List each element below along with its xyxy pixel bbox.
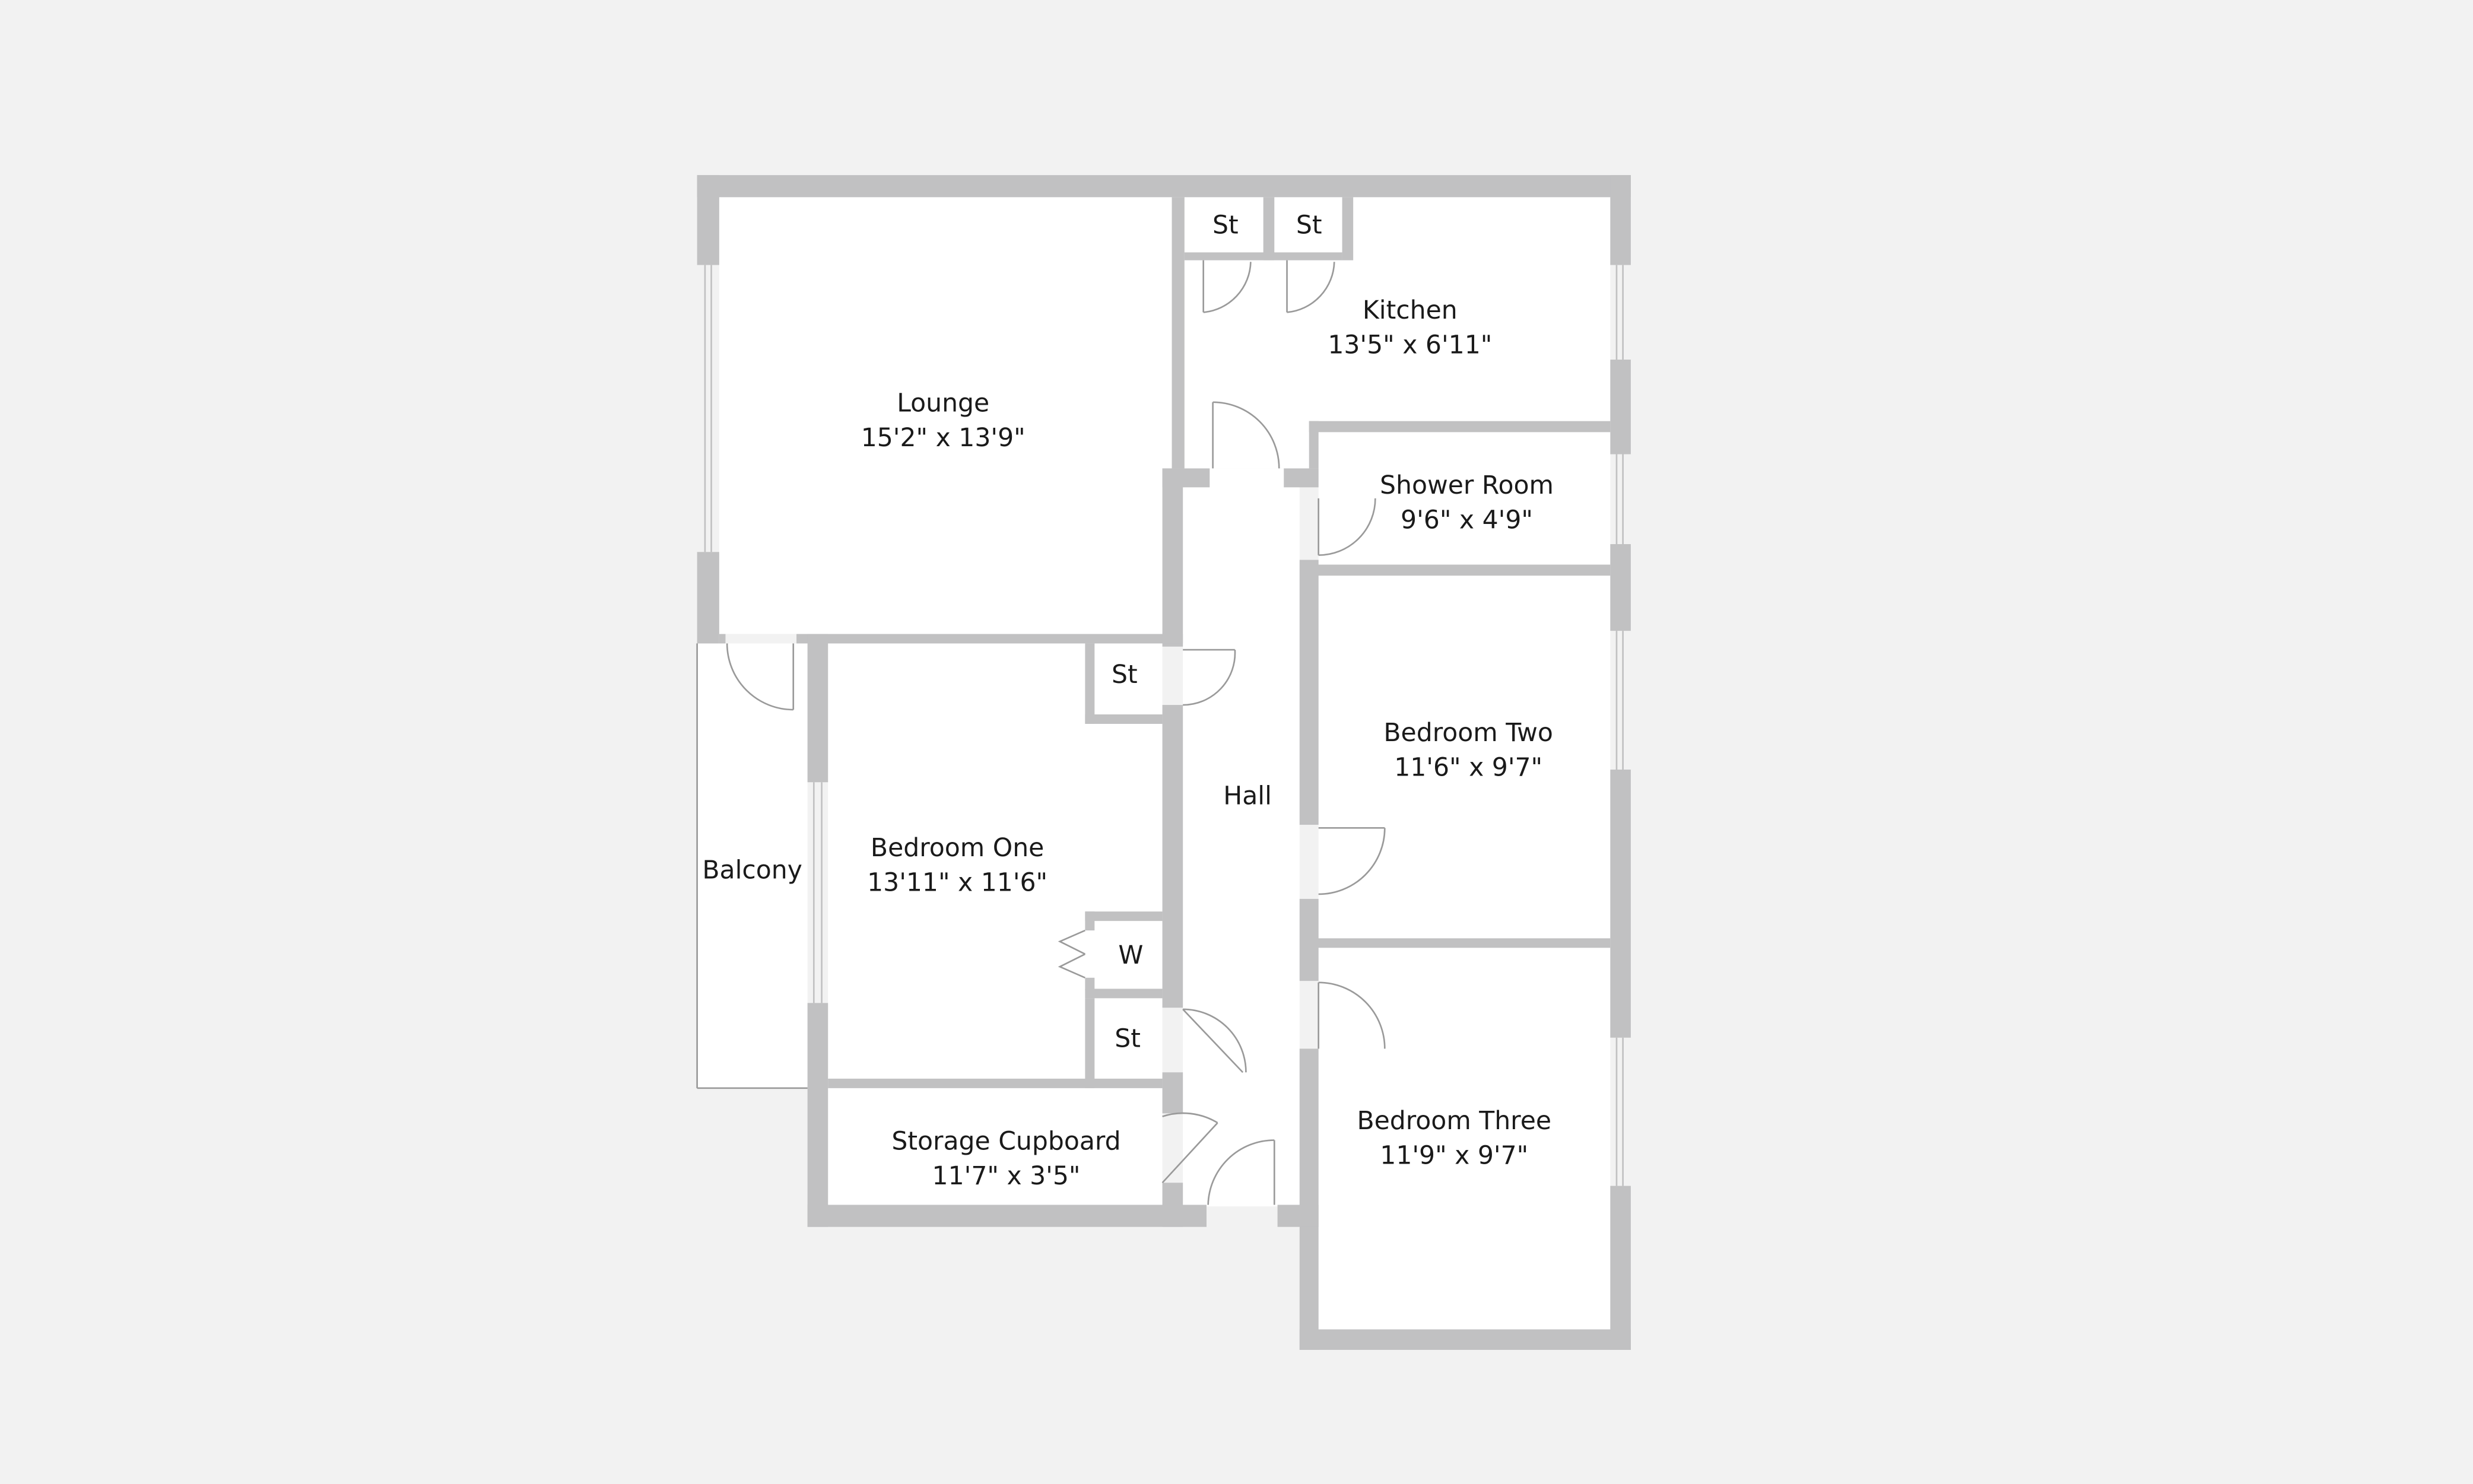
wall xyxy=(1342,197,1354,260)
wall xyxy=(807,1205,1207,1227)
wall xyxy=(1085,911,1095,931)
hall-name: Hall xyxy=(1223,781,1272,811)
wall xyxy=(1162,1072,1183,1114)
bedroom-two-dims: 11'6" x 9'7" xyxy=(1394,754,1542,783)
lounge-dims: 15'2" x 13'9" xyxy=(861,424,1026,453)
wall xyxy=(1085,643,1095,724)
door-swing xyxy=(1287,262,1335,313)
shower-room-name: Shower Room xyxy=(1380,471,1554,500)
wall xyxy=(807,634,828,783)
bedroom-three-floor xyxy=(1318,948,1611,1330)
windows xyxy=(704,265,1624,1186)
wall xyxy=(697,175,1631,198)
wall xyxy=(1299,1329,1631,1350)
door-swing xyxy=(1212,401,1280,469)
wall xyxy=(1299,1048,1319,1350)
door-swing xyxy=(1058,953,1085,979)
wall xyxy=(1610,175,1631,265)
door-swing xyxy=(726,643,793,711)
wall xyxy=(1277,1205,1319,1227)
door-swing xyxy=(1318,981,1386,1049)
wall xyxy=(1309,564,1611,576)
hall-store-upper-label: St xyxy=(1112,660,1138,689)
bedroom-one-dims: 13'11" x 11'6" xyxy=(867,869,1047,898)
bedroom-two-name: Bedroom Two xyxy=(1383,719,1553,748)
lounge-floor xyxy=(719,197,1172,634)
wall xyxy=(1162,705,1183,1008)
wall xyxy=(1085,977,1095,991)
shower-room-floor xyxy=(1318,432,1611,565)
wardrobe-label: W xyxy=(1118,941,1143,970)
door-swing xyxy=(1318,828,1386,895)
wall xyxy=(807,1003,828,1227)
storage-cupboard-floor xyxy=(828,1088,1163,1205)
door-swing xyxy=(1058,929,1085,955)
kitchen-store-1-label: St xyxy=(1212,211,1239,240)
hall-floor xyxy=(1183,468,1300,1207)
wall xyxy=(697,175,719,265)
door-swing xyxy=(1183,1008,1247,1073)
wall xyxy=(1085,911,1163,921)
wall xyxy=(719,634,726,644)
kitchen-store-2-label: St xyxy=(1296,211,1322,240)
bedroom-two-floor xyxy=(1318,576,1611,939)
wall xyxy=(1610,360,1631,455)
wall xyxy=(1172,197,1185,469)
wall xyxy=(1610,544,1631,631)
storage-cupboard-name: Storage Cupboard xyxy=(891,1127,1120,1156)
walls xyxy=(697,175,1631,1350)
door-swing xyxy=(1207,1139,1275,1205)
door-swing xyxy=(1203,262,1252,313)
kitchen-name: Kitchen xyxy=(1363,296,1458,325)
wall xyxy=(1299,560,1319,825)
balcony-floor xyxy=(697,643,808,1088)
door-swing xyxy=(1162,1112,1218,1124)
floor-areas xyxy=(697,197,1611,1330)
lounge-name: Lounge xyxy=(897,389,989,418)
storage-cupboard-dims: 11'7" x 3'5" xyxy=(932,1162,1081,1191)
door-swing xyxy=(1318,498,1376,556)
door-leaf xyxy=(1161,1122,1218,1184)
wall xyxy=(1309,938,1611,948)
door-swing xyxy=(1183,649,1236,706)
wall xyxy=(1085,998,1095,1088)
doors xyxy=(726,260,1386,1205)
balcony-outline xyxy=(696,643,808,1089)
shower-room-dims: 9'6" x 4'9" xyxy=(1401,506,1533,535)
wall xyxy=(1309,421,1611,433)
wall xyxy=(1610,1186,1631,1350)
wall xyxy=(697,552,719,644)
wall xyxy=(796,634,1183,644)
bedroom-three-name: Bedroom Three xyxy=(1357,1107,1551,1136)
wall xyxy=(1085,989,1163,999)
wall xyxy=(1309,421,1319,469)
wall xyxy=(1263,197,1275,260)
bedroom-three-dims: 11'9" x 9'7" xyxy=(1380,1141,1528,1170)
wall xyxy=(1284,468,1319,488)
wall xyxy=(828,1078,1163,1088)
balcony-name: Balcony xyxy=(702,856,802,885)
door-leaf xyxy=(1182,1009,1244,1073)
hall-store-lower-label: St xyxy=(1115,1025,1141,1054)
wall xyxy=(1610,770,1631,1038)
wall xyxy=(1085,714,1163,724)
kitchen-dims: 13'5" x 6'11" xyxy=(1328,331,1492,360)
bedroom-one-name: Bedroom One xyxy=(871,834,1044,863)
wall xyxy=(1162,468,1183,647)
